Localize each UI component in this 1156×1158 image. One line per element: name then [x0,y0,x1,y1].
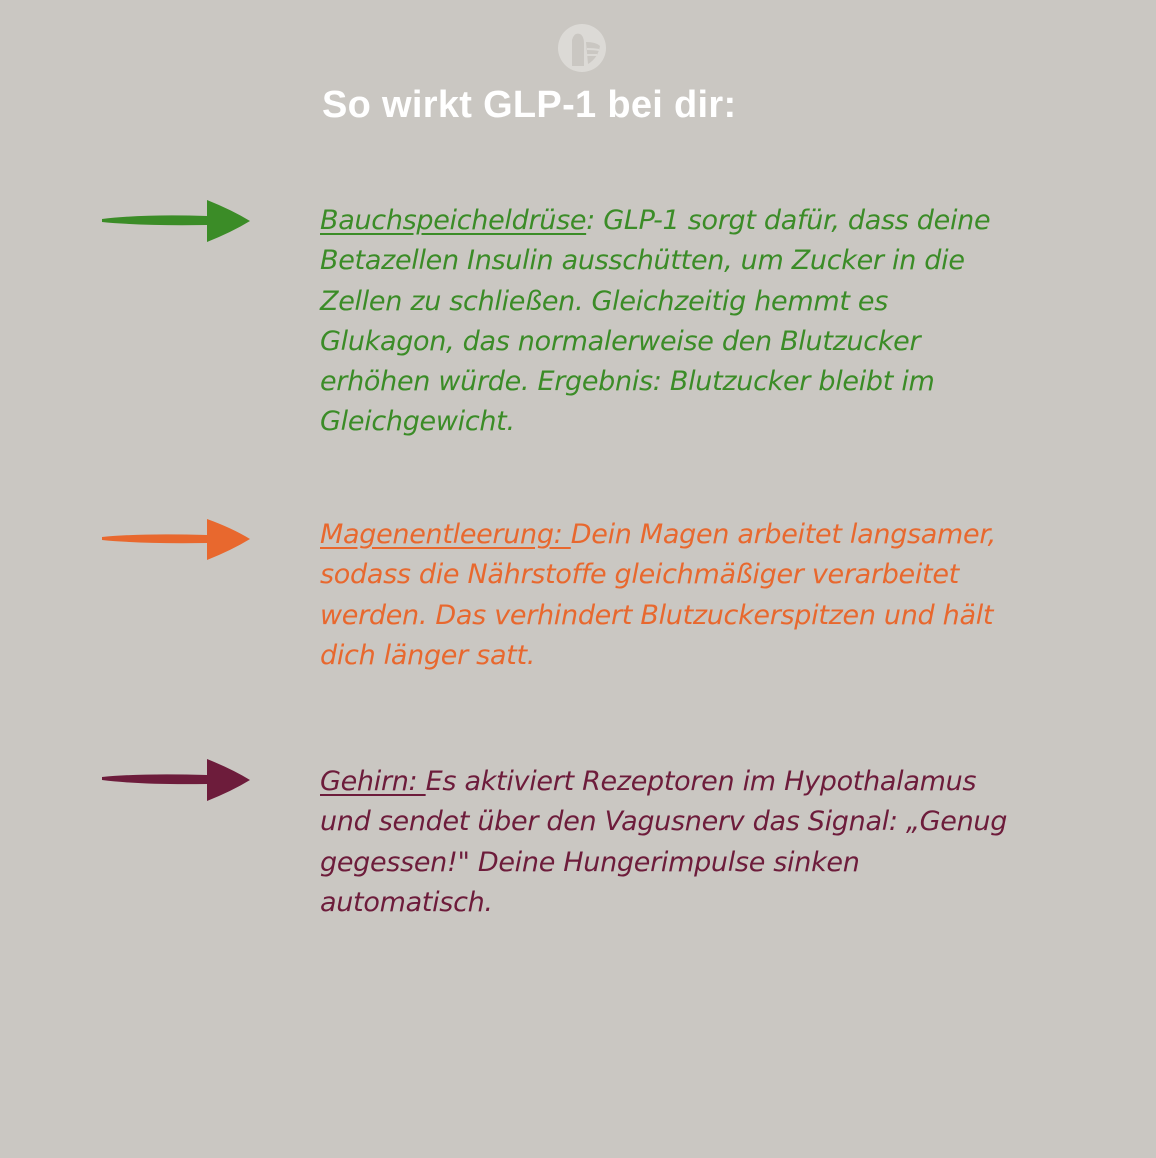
section-heading: Gehirn: [320,766,426,797]
section-heading: Bauchspeicheldrüse [320,205,587,236]
section-pancreas: Bauchspeicheldrüse: GLP-1 sorgt dafür, d… [320,201,1020,443]
section-text: : GLP-1 sorgt dafür, dass deine Betazell… [320,205,991,438]
section-gastric-emptying: Magenentleerung: Dein Magen arbeitet lan… [320,515,1020,676]
green-arrow-icon [102,200,250,242]
section-text: Dein Magen arbeitet langsamer, sodass di… [320,519,996,671]
page-title: So wirkt GLP-1 bei dir: [322,84,737,126]
maroon-arrow-icon [102,759,250,801]
logo-icon [558,24,606,72]
section-heading: Magenentleerung: [320,519,571,550]
section-text: Es aktiviert Rezeptoren im Hypothalamus … [320,766,1008,918]
orange-arrow-icon [102,519,250,560]
section-brain: Gehirn: Es aktiviert Rezeptoren im Hypot… [320,762,1020,923]
